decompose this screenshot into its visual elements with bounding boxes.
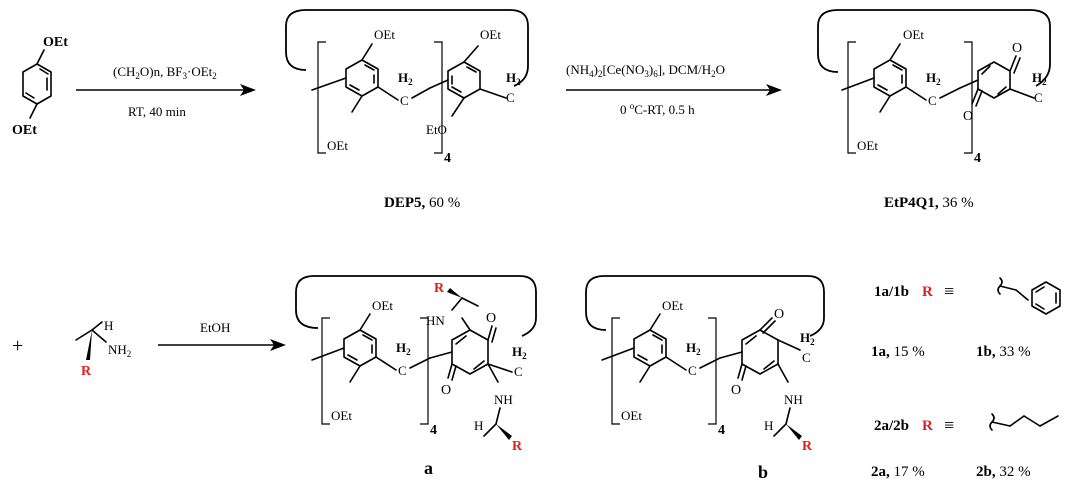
repeat-count: 4 xyxy=(430,423,437,438)
repeat-count: 4 xyxy=(974,151,981,166)
etp4q1-structure: 4 OEt OEt H2 C O O H2 C xyxy=(817,9,1051,166)
yield-2b: 2b, 32 % xyxy=(976,464,1031,480)
c-label: C xyxy=(802,350,811,365)
product-b-structure: 4 OEt OEt H2 C O O H2 C NH H R xyxy=(585,275,825,454)
nh-label: NH xyxy=(784,392,803,407)
h-label: H xyxy=(764,418,773,433)
plus-sign: + xyxy=(12,335,23,357)
reaction-arrow-2: (NH4)2[Ce(NO3)6], DCM/H2O 0 oC-RT, 0.5 h xyxy=(566,62,782,117)
repeat-count: 4 xyxy=(444,151,451,166)
reaction-arrow-3: EtOH xyxy=(158,320,286,351)
carbonyl-o: O xyxy=(486,311,496,326)
legend-row1-label: 1a/1b xyxy=(874,284,909,300)
oet-label: OEt xyxy=(903,27,924,42)
h2-label: H2 xyxy=(396,340,411,357)
hn-label: HN xyxy=(426,313,445,328)
oet-label: OEt xyxy=(621,408,642,423)
h2-label: H2 xyxy=(800,330,815,347)
substituent-legend: 1a/1b R ≡ 1a, 15 % 1b, 33 % 2a/2b R ≡ 2a… xyxy=(871,277,1061,480)
product-b-label: b xyxy=(758,462,768,482)
nh-label: NH xyxy=(494,392,513,407)
oet-label: OEt xyxy=(331,408,352,423)
product-a-label: a xyxy=(424,458,433,478)
carbonyl-o: O xyxy=(731,383,741,398)
oet-label: OEt xyxy=(12,123,37,138)
reaction-1-conditions-a: (CH2O)n, BF3·OEt2 xyxy=(113,64,217,81)
dep5-structure: 4 OEt OEt H2 C OEt EtO H2 C xyxy=(285,9,529,166)
nh2-label: NH2 xyxy=(108,342,131,359)
reaction-2-conditions-b: 0 oC-RT, 0.5 h xyxy=(620,101,695,117)
chiral-amine-structure: H NH2 R xyxy=(75,318,131,379)
yield-1a: 1a, 15 % xyxy=(871,344,925,360)
reaction-3-solvent: EtOH xyxy=(200,320,230,335)
carbonyl-o: O xyxy=(963,109,973,124)
c-label: C xyxy=(1034,90,1043,105)
oet-label: OEt xyxy=(374,27,395,42)
c-label: C xyxy=(688,363,697,378)
c-label: C xyxy=(928,93,937,108)
h2-label: H2 xyxy=(398,70,413,87)
eto-label: EtO xyxy=(426,122,447,137)
h2-label: H2 xyxy=(686,340,701,357)
h2-label: H2 xyxy=(506,70,521,87)
benzyl-group-structure xyxy=(997,277,1061,315)
legend-row2-r: R xyxy=(922,418,933,434)
carbonyl-o: O xyxy=(774,307,784,322)
oet-label: OEt xyxy=(662,298,683,313)
reaction-1-conditions-b: RT, 40 min xyxy=(128,104,186,119)
reaction-arrow-1: (CH2O)n, BF3·OEt2 RT, 40 min xyxy=(76,64,256,119)
r-group: R xyxy=(512,439,523,454)
reaction-2-conditions-a: (NH4)2[Ce(NO3)6], DCM/H2O xyxy=(566,62,725,79)
r-group: R xyxy=(434,281,445,296)
legend-row2-label: 2a/2b xyxy=(874,418,909,434)
butyl-group-structure xyxy=(989,413,1059,431)
oet-label: OEt xyxy=(857,138,878,153)
c-label: C xyxy=(398,363,407,378)
h-label: H xyxy=(104,318,113,333)
c-label: C xyxy=(506,90,515,105)
r-group: R xyxy=(802,439,813,454)
c-label: C xyxy=(400,93,409,108)
r-group: R xyxy=(81,364,92,379)
diethoxybenzene-structure: OEt OEt xyxy=(12,35,68,138)
c-label: C xyxy=(514,364,523,379)
carbonyl-o: O xyxy=(441,383,451,398)
carbonyl-o: O xyxy=(1012,41,1022,56)
yield-1b: 1b, 33 % xyxy=(976,344,1031,360)
legend-row1-r: R xyxy=(922,284,933,300)
h2-label: H2 xyxy=(926,70,941,87)
h2-label: H2 xyxy=(512,344,527,361)
oet-label: OEt xyxy=(43,35,68,50)
oet-label: OEt xyxy=(480,27,501,42)
oet-label: OEt xyxy=(372,298,393,313)
h-label: H xyxy=(474,418,483,433)
legend-row1-equiv: ≡ xyxy=(944,281,954,301)
h2-label: H2 xyxy=(1032,70,1047,87)
etp4q1-caption: EtP4Q1, 36 % xyxy=(884,195,974,211)
repeat-count: 4 xyxy=(718,423,725,438)
product-a-structure: 4 OEt OEt H2 C O O H2 C HN R xyxy=(295,275,537,454)
oet-label: OEt xyxy=(327,138,348,153)
dep5-caption: DEP5, 60 % xyxy=(384,195,460,211)
legend-row2-equiv: ≡ xyxy=(944,415,954,435)
yield-2a: 2a, 17 % xyxy=(871,464,925,480)
